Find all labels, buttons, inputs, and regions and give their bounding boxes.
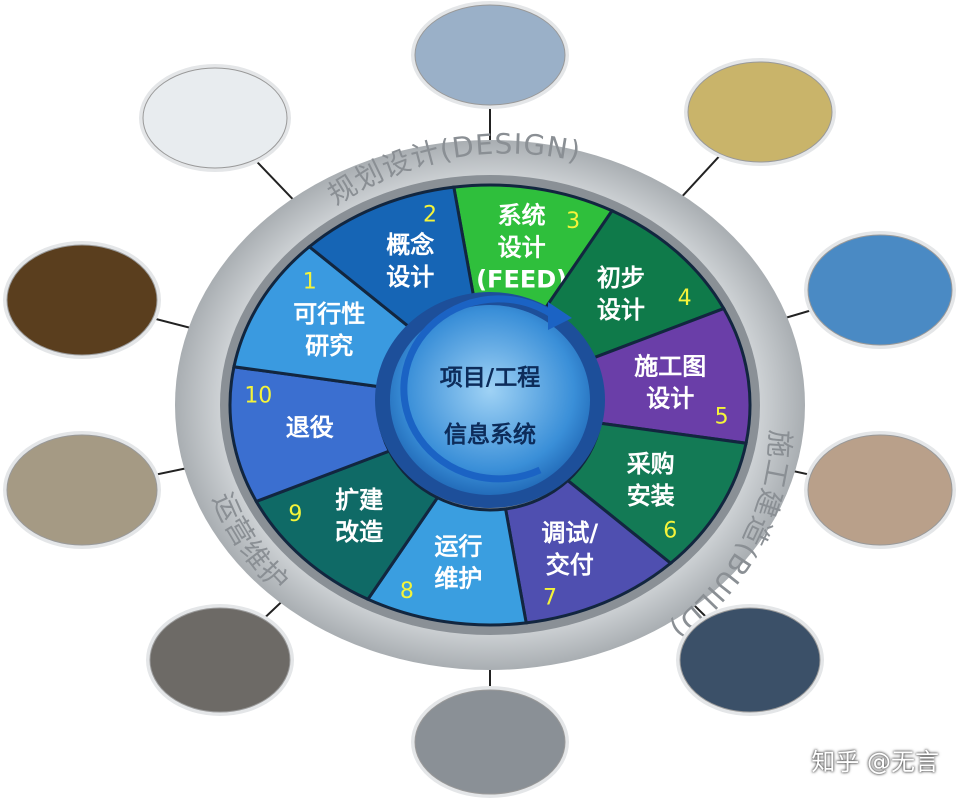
- demolition-photo: [6, 434, 158, 546]
- segment-number: 1: [303, 269, 317, 294]
- segment-label: 可行性: [293, 300, 365, 328]
- center-title-line1: 项目/工程: [440, 365, 540, 391]
- segment-label: 设计: [646, 385, 694, 413]
- operator-photo: [414, 689, 566, 795]
- watermark: 知乎 @无言: [811, 748, 939, 776]
- segment-number: 3: [566, 209, 580, 234]
- cycle-arrow-icon: [400, 295, 563, 483]
- segment-label: 概念: [386, 231, 434, 259]
- segment-label: 交付: [546, 551, 594, 579]
- workers-plant-photo: [679, 607, 821, 713]
- process-diagram-photo: [142, 67, 288, 169]
- steel-structure-photo: [807, 234, 953, 346]
- segment-number: 5: [715, 404, 729, 429]
- segment-label: 采购: [627, 450, 675, 478]
- segment-number: 4: [678, 286, 692, 311]
- segment-number: 7: [543, 585, 557, 610]
- segment-label: 设计: [386, 263, 434, 291]
- software-screenshot-photo: [414, 4, 566, 106]
- segment-number: 9: [288, 502, 302, 527]
- money-photo: [687, 61, 833, 163]
- segment-number: 2: [423, 203, 437, 228]
- photos: [3, 1, 956, 798]
- construction-site-photo: [807, 434, 953, 546]
- segment-label: 扩建: [335, 486, 383, 514]
- segment-label: 系统: [498, 201, 546, 229]
- segment-label: 施工图: [634, 353, 706, 381]
- center-title-line2: 信息系统: [444, 421, 536, 448]
- segment-label: (FEED): [476, 265, 567, 293]
- segment-shape: [503, 478, 673, 625]
- segment-label: 安装: [627, 482, 675, 510]
- segment-label: 调试/: [541, 519, 598, 547]
- segment-10: 退役 10: [228, 365, 392, 504]
- segment-label: 研究: [305, 332, 353, 360]
- segment-label: 设计: [498, 233, 546, 261]
- segment-label: 改造: [335, 518, 383, 546]
- segment-shape: [254, 449, 440, 602]
- segment-label: 设计: [597, 296, 645, 324]
- segment-number: 8: [400, 579, 414, 604]
- segment-number: 6: [663, 519, 677, 544]
- cycle-arrowhead-icon: [548, 302, 572, 330]
- segment-7: 调试/交付 7: [503, 478, 673, 625]
- segment-label: 初步: [597, 264, 645, 292]
- segment-number: 10: [244, 384, 272, 409]
- segment-shape: [365, 495, 528, 627]
- segment-label: 运行: [434, 533, 482, 561]
- segment-label: 退役: [286, 413, 334, 441]
- segment-label: 维护: [434, 565, 482, 593]
- oil-well-icon-photo: [6, 244, 158, 356]
- center-hub: [390, 305, 590, 495]
- crane-photo: [149, 607, 291, 713]
